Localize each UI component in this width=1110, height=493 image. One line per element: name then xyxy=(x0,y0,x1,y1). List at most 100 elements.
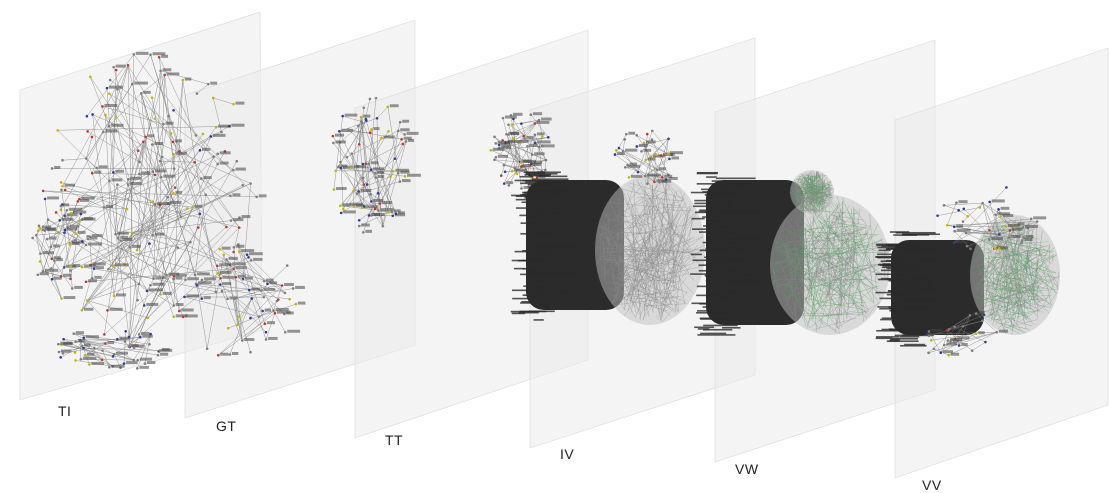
edge xyxy=(965,232,1000,249)
node xyxy=(73,351,77,354)
edge xyxy=(817,171,826,190)
edge xyxy=(817,171,823,194)
node xyxy=(229,194,232,198)
edge xyxy=(823,220,867,229)
edge xyxy=(40,219,49,254)
edge xyxy=(128,144,153,338)
edge xyxy=(848,233,853,310)
network-ti-gt-main xyxy=(41,51,267,350)
node-label-mark xyxy=(139,357,152,361)
label-stroke xyxy=(717,255,736,258)
node xyxy=(84,280,88,284)
node-label-mark xyxy=(668,176,678,180)
node xyxy=(138,160,141,164)
edge xyxy=(637,232,694,294)
node xyxy=(163,73,167,77)
node-label-mark xyxy=(141,331,150,335)
edge xyxy=(361,123,371,195)
edge xyxy=(605,240,617,268)
label-stroke xyxy=(533,305,556,307)
node xyxy=(172,315,175,319)
edge xyxy=(809,301,845,329)
edge xyxy=(273,285,283,311)
edge xyxy=(1003,298,1044,304)
node-label-mark xyxy=(46,228,57,232)
node xyxy=(114,68,118,72)
node xyxy=(153,117,157,120)
node-label-mark xyxy=(235,244,245,248)
edge xyxy=(73,333,115,355)
edge xyxy=(985,265,1022,291)
node xyxy=(74,340,77,343)
node xyxy=(172,277,175,281)
node-label-mark xyxy=(1025,224,1038,228)
edge xyxy=(803,185,820,203)
label-stroke xyxy=(717,226,732,228)
node xyxy=(37,224,41,228)
node xyxy=(172,304,176,307)
node-label-mark xyxy=(175,190,183,194)
edge xyxy=(669,244,698,285)
edge xyxy=(662,138,669,178)
edge xyxy=(623,260,642,310)
node xyxy=(214,290,218,294)
node-label-mark xyxy=(382,201,393,205)
edge xyxy=(1030,253,1057,293)
edge xyxy=(801,262,829,280)
node-label-mark xyxy=(184,77,192,81)
node xyxy=(150,96,154,99)
edge xyxy=(107,162,195,311)
edge xyxy=(86,158,98,169)
label-stroke xyxy=(519,310,547,313)
node xyxy=(92,267,96,270)
node xyxy=(143,362,147,365)
edge xyxy=(81,243,150,311)
node xyxy=(41,189,45,193)
edge xyxy=(643,142,669,154)
node xyxy=(1004,225,1008,228)
node xyxy=(332,188,336,191)
node-label-mark xyxy=(523,159,537,163)
node xyxy=(520,187,523,190)
label-stroke xyxy=(722,230,739,233)
node xyxy=(257,315,261,318)
edge xyxy=(818,178,825,191)
node xyxy=(927,351,930,355)
network-ti-left-cluster xyxy=(31,188,103,300)
node xyxy=(240,339,244,342)
node xyxy=(929,338,933,342)
edge xyxy=(86,187,176,301)
edge xyxy=(844,286,876,313)
edge xyxy=(81,126,217,311)
edge xyxy=(129,247,138,301)
node xyxy=(59,204,63,208)
node xyxy=(367,162,371,166)
node xyxy=(1014,227,1017,231)
edge xyxy=(661,207,688,320)
node xyxy=(617,146,621,150)
edge xyxy=(804,178,807,193)
node xyxy=(337,130,341,133)
node-label-mark xyxy=(946,342,957,346)
label-stroke xyxy=(519,175,534,178)
label-stroke xyxy=(877,253,898,256)
edge xyxy=(852,206,868,226)
edge xyxy=(803,195,817,213)
label-stroke xyxy=(511,312,526,315)
label-stroke xyxy=(530,209,546,211)
node xyxy=(69,265,72,268)
label-stroke xyxy=(533,319,544,321)
node xyxy=(61,352,65,355)
node xyxy=(60,188,63,192)
edge xyxy=(36,235,62,299)
node xyxy=(153,173,157,177)
node xyxy=(116,183,119,187)
node xyxy=(521,164,524,168)
label-stroke xyxy=(905,279,933,282)
edge xyxy=(801,173,819,179)
node-label-mark xyxy=(64,183,75,187)
label-stroke xyxy=(716,257,742,260)
node-label-mark xyxy=(956,228,971,232)
node xyxy=(939,351,943,355)
label-stroke xyxy=(535,217,554,220)
